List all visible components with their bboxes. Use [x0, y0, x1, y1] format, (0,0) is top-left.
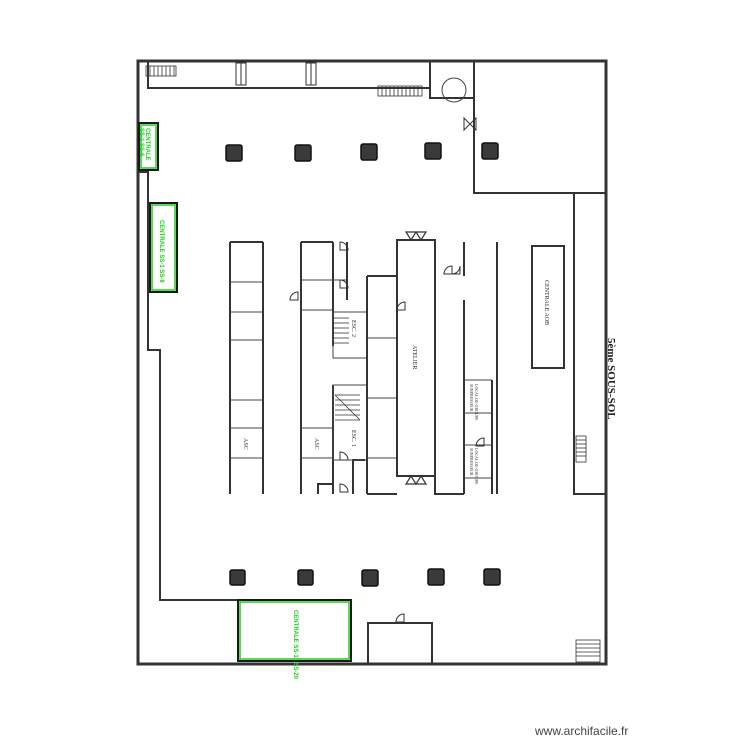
door-arc — [339, 451, 349, 461]
door-atelier-bottom — [404, 474, 418, 485]
asc-right-label: ASC — [313, 438, 319, 450]
door-atelier-top — [404, 231, 418, 242]
round-element — [441, 77, 467, 103]
door-arc — [289, 291, 299, 301]
svg-text:LOCAL DE GROUPE SURPRESS: LOCAL DE GROUPE SURPRESSEUR — [469, 384, 479, 422]
door-arc — [396, 301, 406, 311]
pillar — [297, 569, 314, 586]
centrale-aob: CENTRALE AOB — [531, 245, 565, 369]
esc-2-stairs: ESC. 2 — [332, 311, 368, 359]
centrale-bottom-label: CENTRALE SS-11 SS-20 — [292, 610, 298, 680]
esc-1-label: ESC. 1 — [350, 430, 356, 447]
esc-1-stairs: ESC. 1 — [332, 384, 368, 461]
door-arc — [451, 265, 461, 275]
door-arc — [395, 613, 405, 623]
pillar — [294, 144, 312, 162]
watermark: www.archifacile.fr — [535, 724, 629, 738]
local-1-line2: SURPRESSEUR — [469, 384, 474, 412]
pillar — [360, 143, 378, 161]
centrale-mid-left: CENTRALE SS-1 SS-8 — [149, 202, 178, 293]
local-1-line1: LOCAL DE GROUPE — [474, 384, 479, 421]
pillar — [229, 569, 246, 586]
door-arc — [339, 279, 349, 289]
centrale-top-left-line2: SS-1 SS-6 — [138, 128, 144, 157]
centrale-mid-left-label: CENTRALE SS-1 SS-8 — [158, 220, 164, 283]
corridor-doors — [235, 62, 317, 86]
asc-left-label: ASC — [242, 438, 248, 450]
pillar — [225, 144, 243, 162]
pillars-bottom-row — [229, 568, 501, 587]
service-column — [366, 275, 397, 495]
double-door-corner — [463, 116, 477, 132]
centrale-aob-label: CENTRALE AOB — [543, 280, 549, 325]
pillar — [427, 568, 445, 586]
local-2-line2: SURPRESSEUR — [469, 448, 474, 476]
level-title: 5ème SOUS-SOL — [605, 338, 617, 420]
stairs-bottom-right — [575, 639, 601, 663]
door-arc — [475, 437, 485, 447]
right-rooms: LOCAL DE GROUPE SURPRESSEUR LOCAL DE GRO… — [434, 240, 498, 495]
stairs-top-left — [145, 65, 177, 77]
svg-text:CENTRALE SS-1 SS-6: CENTRALE SS-1 SS-6 — [138, 128, 150, 162]
centrale-top-left: CENTRALE SS-1 SS-6 — [138, 122, 159, 171]
door-arc — [339, 483, 349, 493]
esc-2-label: ESC. 2 — [350, 320, 356, 337]
pillar — [481, 142, 499, 160]
door-arc — [339, 241, 349, 251]
centrale-top-left-line1: CENTRALE — [144, 128, 150, 161]
local-2-line1: LOCAL DE GROUPE — [474, 448, 479, 485]
doors — [289, 231, 485, 623]
right-band-wall — [573, 193, 606, 495]
centrale-bottom: CENTRALE SS-11 SS-20 — [237, 599, 352, 680]
atelier-label: ATELIER — [411, 345, 417, 369]
stairs-right-band — [575, 435, 587, 463]
outer-walls — [136, 59, 608, 666]
pillar — [483, 568, 501, 586]
stairs-top-right — [377, 85, 423, 97]
atelier-room: ATELIER — [396, 239, 436, 477]
pillars-top-row — [225, 142, 499, 162]
pillar — [424, 142, 442, 160]
bottom-stair-room — [367, 622, 433, 665]
door-arc — [443, 265, 453, 275]
svg-text:LOCAL DE GROUPE SURPRESS: LOCAL DE GROUPE SURPRESSEUR — [469, 448, 479, 486]
left-column-block: ASC — [229, 241, 264, 494]
pillar — [361, 569, 379, 587]
left-inner-wall — [138, 171, 238, 601]
corner-room-wall — [473, 61, 606, 194]
